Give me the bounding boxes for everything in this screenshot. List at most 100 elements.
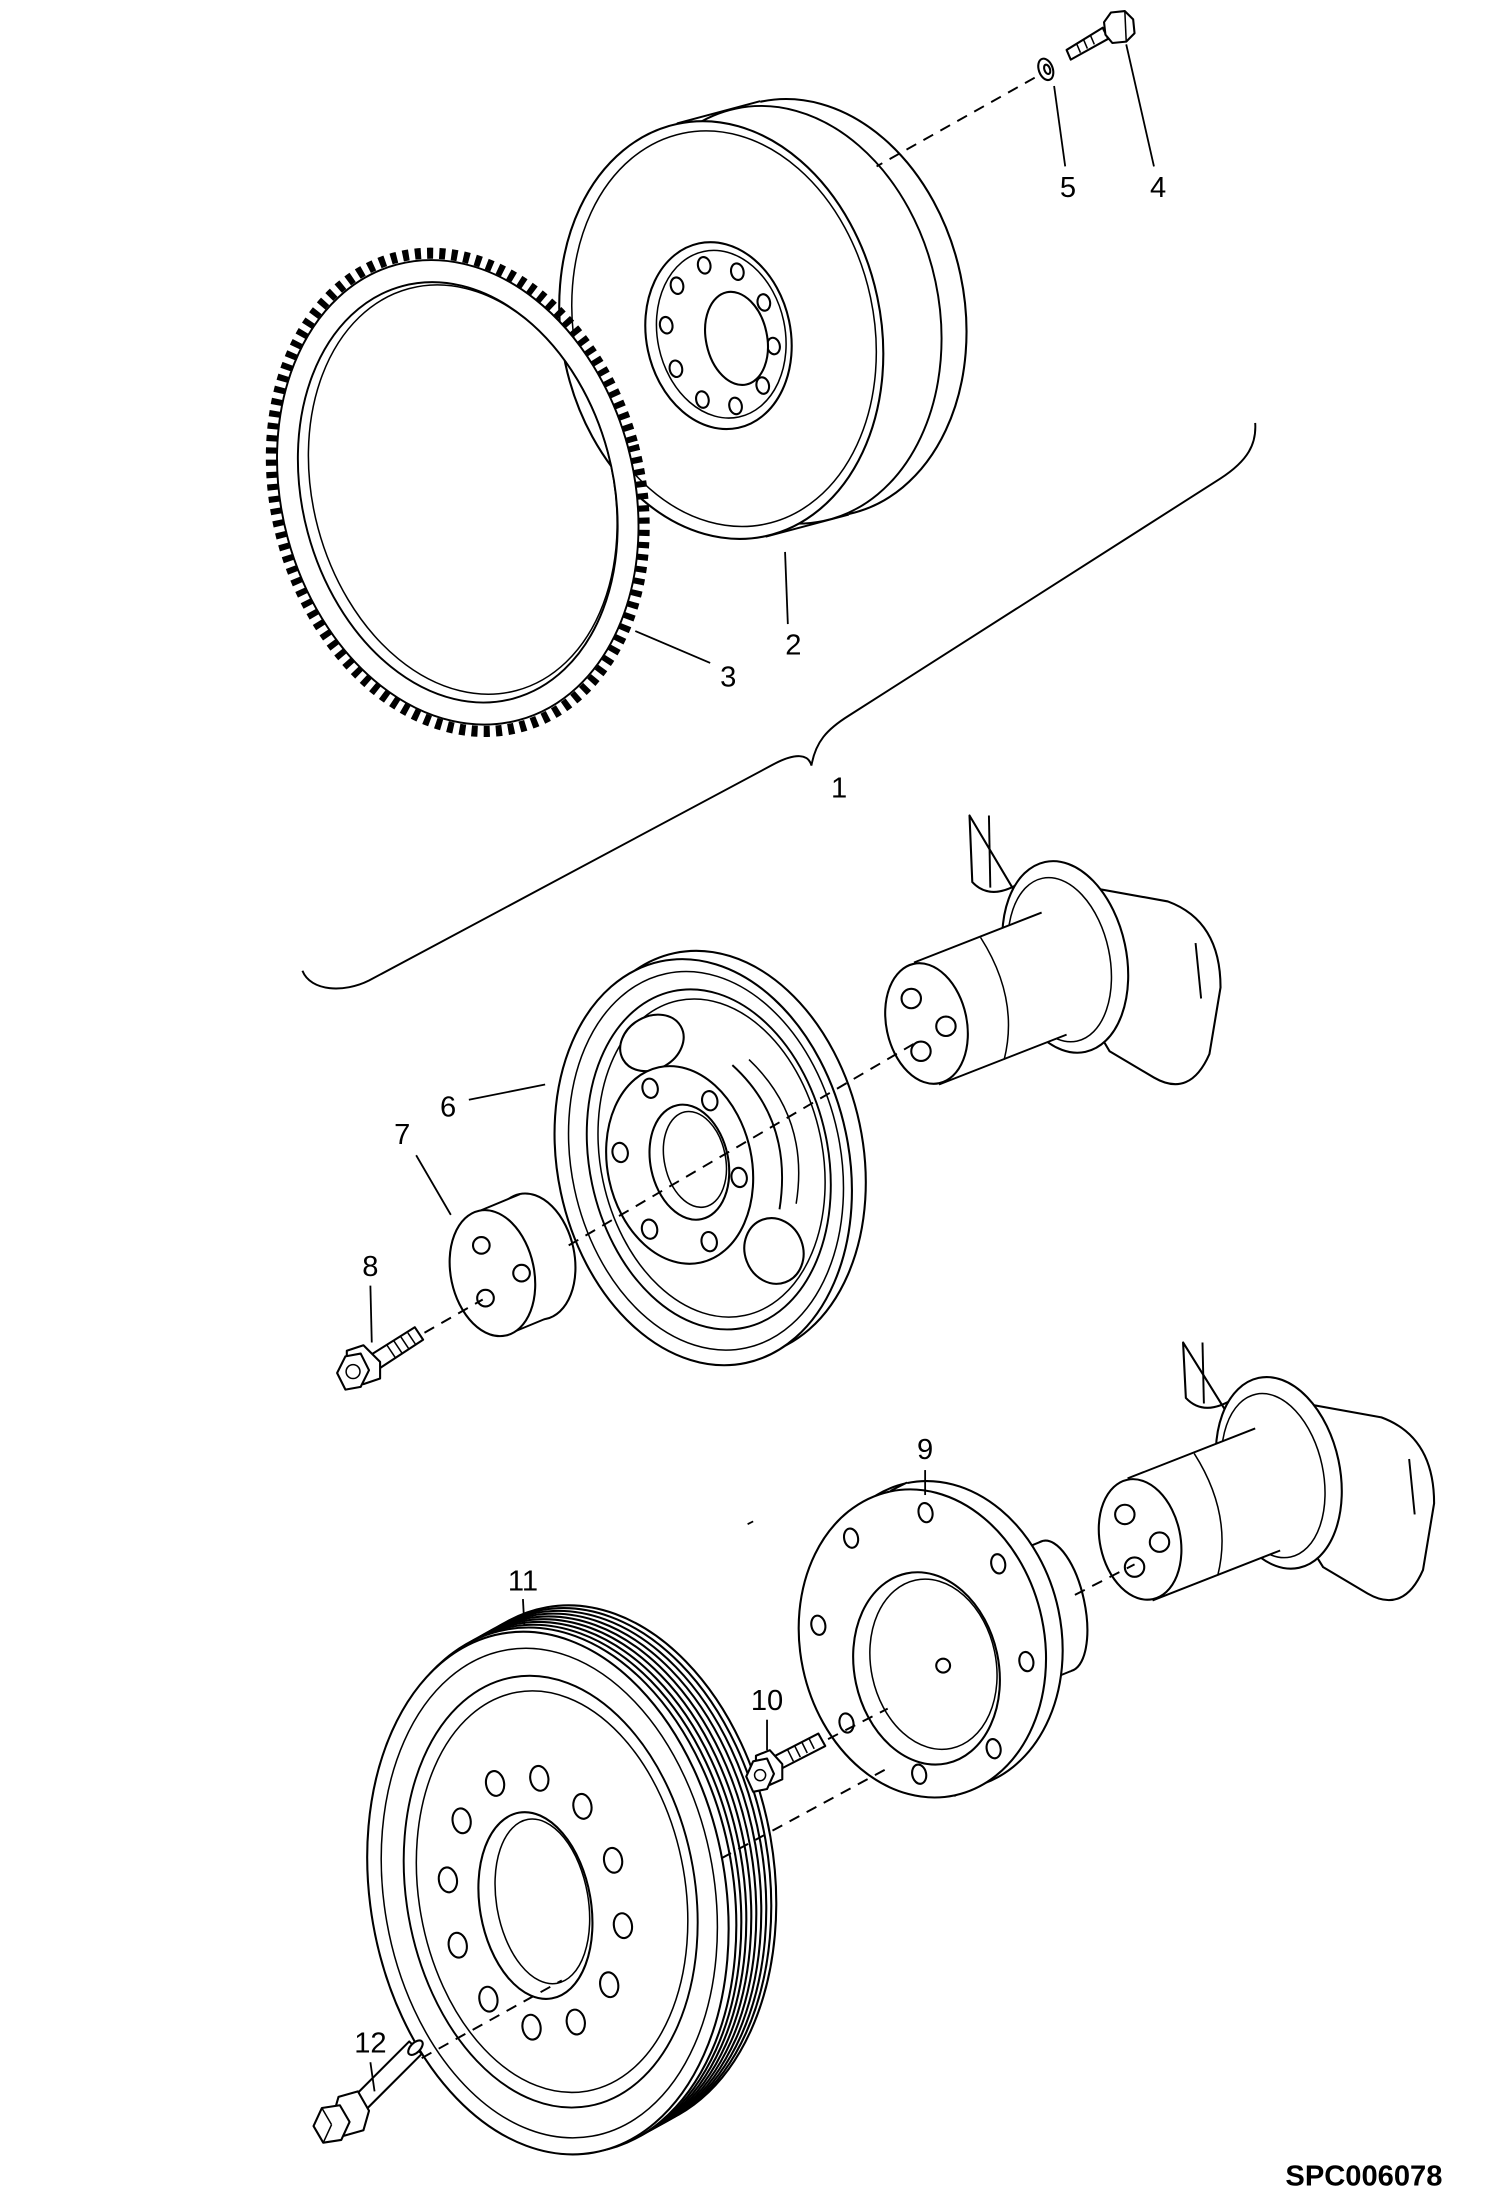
bolt-hole bbox=[529, 1764, 550, 1792]
crankshaft-bolt-hole bbox=[1123, 1556, 1146, 1578]
bolt-4-shank bbox=[1065, 26, 1110, 61]
crankshaft-nose-groove bbox=[979, 937, 1010, 1060]
spacer-7-hole bbox=[471, 1236, 491, 1255]
bolt-8-thread bbox=[386, 1344, 396, 1359]
spacer-7-edge bbox=[479, 1193, 521, 1212]
bolt-hole bbox=[602, 1846, 624, 1874]
crankshaft-nose-edge bbox=[938, 1033, 1067, 1086]
bolt-hole bbox=[669, 276, 685, 295]
callout-6: 6 bbox=[440, 1091, 456, 1123]
pulley-part-11 bbox=[366, 1604, 778, 2156]
bolt-12-head-edge bbox=[321, 2107, 333, 2126]
washer-part-5 bbox=[1037, 57, 1055, 82]
spacer-part-7 bbox=[448, 1192, 577, 1338]
bolt-4-head bbox=[1102, 10, 1136, 45]
bolt-hole bbox=[729, 262, 745, 281]
crankshaft-nose-groove bbox=[1193, 1453, 1223, 1576]
bolt-hole bbox=[730, 1166, 748, 1189]
crankshaft-web-edge bbox=[1408, 1458, 1416, 1515]
pulley-6-bore bbox=[648, 1103, 731, 1221]
figure-id: SPC006078 bbox=[1285, 2161, 1442, 2193]
callout-4: 4 bbox=[1150, 172, 1166, 204]
bolt-hole bbox=[611, 1141, 629, 1164]
ring-gear-part-3 bbox=[265, 247, 650, 737]
bolt-hole bbox=[700, 1230, 718, 1253]
hub-9-flange-edge bbox=[890, 1481, 908, 1492]
bolt-hole bbox=[700, 1090, 719, 1112]
pulley-11-web-inner bbox=[415, 1690, 689, 2094]
bolt-4-thread bbox=[1075, 42, 1082, 54]
pulley-11-rim-step bbox=[380, 1647, 719, 2139]
bolt-hole bbox=[755, 376, 771, 395]
bolt-8-thread bbox=[400, 1336, 410, 1350]
bolt-10-thread bbox=[801, 1741, 808, 1754]
pulley-11-hub-holes bbox=[437, 1764, 634, 2041]
hub-9-bolt-holes bbox=[810, 1501, 1035, 1785]
crankshaft-bolt-hole bbox=[900, 987, 923, 1010]
callout-9: 9 bbox=[917, 1434, 933, 1466]
assembly-axis-pulley-11 bbox=[720, 1767, 889, 1860]
callout-5: 5 bbox=[1060, 172, 1076, 204]
bolt-hole bbox=[668, 359, 684, 379]
pulley-6-bore-inner bbox=[662, 1110, 728, 1209]
bolt-12-head-edge bbox=[322, 2124, 333, 2144]
bolt-10-thread bbox=[794, 1745, 801, 1758]
bolt-8-thread bbox=[393, 1340, 403, 1354]
callout-labels: 1 2 3 4 5 6 7 8 9 10 11 12 bbox=[354, 172, 1166, 2060]
crankshaft-web-edge bbox=[1194, 942, 1203, 999]
leader-5 bbox=[1053, 85, 1067, 167]
flywheel-part-2 bbox=[558, 97, 968, 540]
pulley-6-hub-holes bbox=[611, 1077, 748, 1253]
callout-12: 12 bbox=[354, 2028, 386, 2060]
crankshaft-nose-edge bbox=[1152, 1549, 1281, 1602]
leader-11 bbox=[522, 1598, 526, 1626]
bolt-hole bbox=[572, 1792, 593, 1820]
callout-7: 7 bbox=[394, 1119, 410, 1151]
ring-gear-tooth-root bbox=[276, 259, 640, 726]
flywheel-hub-holes bbox=[658, 256, 781, 416]
leader-4 bbox=[1125, 44, 1155, 167]
pulley-6-rim-step bbox=[567, 970, 845, 1351]
bolt-part-4 bbox=[1065, 10, 1136, 61]
assembly-axis-mark bbox=[747, 1520, 754, 1525]
pulley-6-web bbox=[585, 988, 832, 1331]
leader-8 bbox=[369, 1285, 373, 1343]
crankshaft-lower bbox=[1097, 1341, 1436, 1602]
crankshaft-upper bbox=[884, 814, 1222, 1086]
hub-9-recess-inner bbox=[869, 1578, 998, 1751]
bolt-12-shank-end bbox=[407, 2039, 424, 2056]
pulley-6-slot bbox=[731, 1064, 783, 1210]
leader-12 bbox=[369, 2062, 376, 2092]
bolt-10-head bbox=[745, 1757, 776, 1793]
bolt-10-thread bbox=[807, 1737, 815, 1750]
bolt-4-thread bbox=[1089, 34, 1096, 45]
callout-10: 10 bbox=[751, 1685, 783, 1717]
assembly-axis-pulley-6 bbox=[568, 1042, 916, 1247]
spacer-7-face bbox=[448, 1209, 537, 1338]
assembly-axis-bolt-12 bbox=[421, 1979, 563, 2059]
bolt-hole bbox=[521, 2013, 542, 2041]
bolt-hole bbox=[696, 256, 712, 275]
pulley-part-6 bbox=[553, 949, 867, 1367]
callout-8: 8 bbox=[362, 1251, 378, 1283]
pulley-6-slot-edge bbox=[748, 1059, 800, 1204]
bolt-hole bbox=[599, 1971, 620, 1999]
leader-6 bbox=[468, 1083, 546, 1101]
leader-3 bbox=[634, 630, 711, 664]
leader-7 bbox=[415, 1154, 452, 1216]
bolt-hole bbox=[612, 1912, 634, 1940]
hub-9-center-hole bbox=[935, 1657, 952, 1674]
pulley-11-bore bbox=[477, 1811, 594, 2000]
bolt-hole bbox=[641, 1077, 659, 1099]
bolt-8-head bbox=[336, 1352, 371, 1391]
hub-9-recess bbox=[852, 1571, 1001, 1766]
bolt-hole bbox=[1018, 1650, 1035, 1673]
bolt-hole bbox=[484, 1770, 506, 1797]
callout-11: 11 bbox=[508, 1566, 538, 1598]
bolt-hole bbox=[985, 1738, 1002, 1760]
crankshaft-nose-edge bbox=[913, 911, 1042, 964]
bolt-hole bbox=[695, 390, 710, 409]
bolt-hole bbox=[810, 1614, 827, 1636]
spacer-7-hole bbox=[476, 1288, 495, 1308]
flywheel-bore bbox=[704, 290, 769, 386]
